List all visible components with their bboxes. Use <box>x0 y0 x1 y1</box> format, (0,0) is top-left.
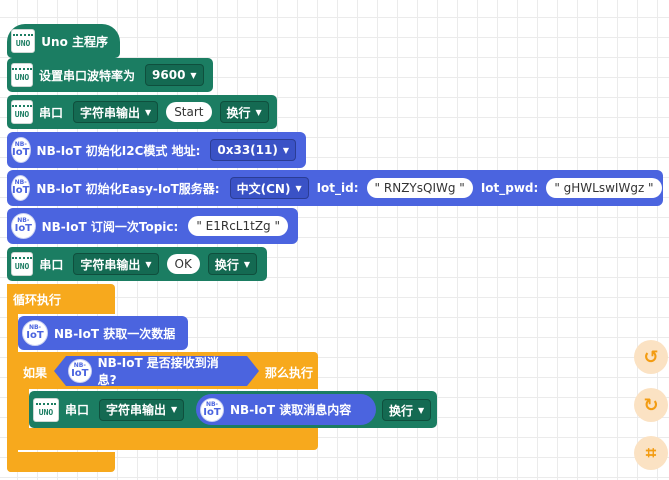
loop-block-bottom <box>7 452 115 472</box>
if-block-bottom <box>18 428 318 450</box>
nbiot-read-message-reporter[interactable]: NB-IoT NB-IoT 读取消息内容 <box>196 394 376 425</box>
iot-pwd-label: Iot_pwd: <box>480 181 539 195</box>
block-label: 串口 <box>39 257 64 272</box>
nbiot-icon: NB-IoT <box>200 397 224 422</box>
uno-main-program-block[interactable]: UNO Uno 主程序 <box>7 24 120 58</box>
block-label: NB-IoT 获取一次数据 <box>54 326 176 341</box>
text-input-ok[interactable]: OK <box>166 254 200 274</box>
newline-dropdown[interactable]: 换行▼ <box>207 253 257 275</box>
condition-label: NB-IoT 是否接收到消息? <box>97 356 219 387</box>
caret-down-icon: ▼ <box>145 107 152 117</box>
block-label: NB-IoT 初始化Easy-IoT服务器: <box>36 181 220 196</box>
iot-id-label: Iot_id: <box>316 181 359 195</box>
caret-down-icon: ▼ <box>190 70 197 80</box>
text-input-start[interactable]: Start <box>166 102 212 122</box>
reporter-label: NB-IoT 读取消息内容 <box>230 403 352 417</box>
serial-print-start-block[interactable]: UNO 串口 字符串输出▼ Start 换行▼ <box>7 95 277 129</box>
nbiot-icon: NB-IoT <box>68 359 92 383</box>
set-baud-rate-block[interactable]: UNO 设置串口波特率为 9600▼ <box>7 58 213 92</box>
block-label: NB-IoT 初始化I2C模式 地址: <box>36 143 201 158</box>
topic-input[interactable]: " E1RcL1tZg " <box>188 216 288 236</box>
redo-button[interactable]: ↻ <box>634 388 668 422</box>
uno-board-icon: UNO <box>11 29 36 53</box>
uno-board-icon: UNO <box>11 100 33 124</box>
newline-dropdown[interactable]: 换行▼ <box>219 101 269 123</box>
if-label: 如果 <box>23 365 48 380</box>
uno-board-icon: UNO <box>11 252 34 276</box>
if-block-side <box>18 352 29 450</box>
nbiot-subscribe-topic-block[interactable]: NB-IoT NB-IoT 订阅一次Topic: " E1RcL1tZg " <box>7 208 298 244</box>
block-label: NB-IoT 订阅一次Topic: <box>41 219 179 234</box>
undo-icon: ↺ <box>643 346 659 368</box>
newline-dropdown[interactable]: 换行▼ <box>382 399 432 421</box>
caret-down-icon: ▼ <box>295 183 302 193</box>
block-label: 串口 <box>39 105 64 120</box>
caret-down-icon: ▼ <box>171 405 178 414</box>
output-mode-dropdown[interactable]: 字符串输出▼ <box>99 398 185 421</box>
crop-icon: ⌗ <box>645 442 657 464</box>
nbiot-init-server-block[interactable]: NB-IoT NB-IoT 初始化Easy-IoT服务器: 中文(CN)▼ Io… <box>7 170 663 206</box>
nbiot-fetch-data-block[interactable]: NB-IoT NB-IoT 获取一次数据 <box>18 316 188 350</box>
iot-id-input[interactable]: " RNZYsQIWg " <box>366 178 473 198</box>
serial-print-ok-block[interactable]: UNO 串口 字符串输出▼ OK 换行▼ <box>7 247 267 281</box>
server-region-dropdown[interactable]: 中文(CN)▼ <box>229 177 309 199</box>
caret-down-icon: ▼ <box>243 259 250 269</box>
caret-down-icon: ▼ <box>282 145 289 155</box>
block-label: Uno 主程序 <box>41 34 108 49</box>
then-label: 那么执行 <box>265 365 314 380</box>
uno-board-icon: UNO <box>11 63 33 87</box>
nbiot-icon: NB-IoT <box>11 175 31 201</box>
output-mode-dropdown[interactable]: 字符串输出▼ <box>73 101 159 123</box>
caret-down-icon: ▼ <box>145 259 152 269</box>
block-label: 串口 <box>65 403 90 417</box>
caret-down-icon: ▼ <box>255 107 262 117</box>
loop-label: 循环执行 <box>13 292 62 307</box>
redo-icon: ↻ <box>643 394 659 416</box>
nbiot-icon: NB-IoT <box>11 213 36 239</box>
cleanup-button[interactable]: ⌗ <box>634 436 668 470</box>
nbiot-icon: NB-IoT <box>22 320 48 346</box>
nbiot-icon: NB-IoT <box>11 137 31 163</box>
nbiot-message-received-condition[interactable]: NB-IoT NB-IoT 是否接收到消息? <box>54 356 259 386</box>
i2c-address-dropdown[interactable]: 0x33(11)▼ <box>210 139 296 161</box>
block-label: 设置串口波特率为 <box>39 68 136 83</box>
loop-block-side <box>7 284 18 472</box>
output-mode-dropdown[interactable]: 字符串输出▼ <box>73 253 159 275</box>
nbiot-init-i2c-block[interactable]: NB-IoT NB-IoT 初始化I2C模式 地址: 0x33(11)▼ <box>7 132 306 168</box>
loop-block-top[interactable] <box>7 284 115 314</box>
uno-board-icon: UNO <box>33 397 59 422</box>
baud-rate-dropdown[interactable]: 9600▼ <box>145 64 204 86</box>
undo-button[interactable]: ↺ <box>634 340 668 374</box>
caret-down-icon: ▼ <box>418 405 425 415</box>
iot-pwd-input[interactable]: " gHWLswIWgz " <box>546 178 662 198</box>
